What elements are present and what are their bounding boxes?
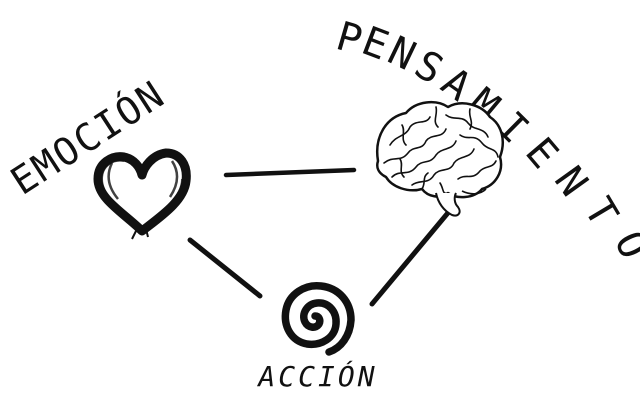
connector-emotion-thought [223, 167, 357, 178]
spiral-icon [281, 282, 355, 356]
thought-label-letter: T [575, 190, 627, 234]
action-label: ACCIÓN [256, 359, 377, 393]
connector-thought-action [369, 205, 455, 307]
connector-lines [187, 167, 455, 307]
connector-emotion-action [187, 237, 263, 299]
brain-icon [375, 100, 504, 217]
thought-label-letter: E [516, 129, 567, 177]
emotion-label: EMOCIÓN [3, 72, 173, 204]
thought-label-letter: O [605, 224, 640, 266]
thought-label-letter: N [545, 158, 596, 204]
heart-icon [93, 148, 191, 240]
